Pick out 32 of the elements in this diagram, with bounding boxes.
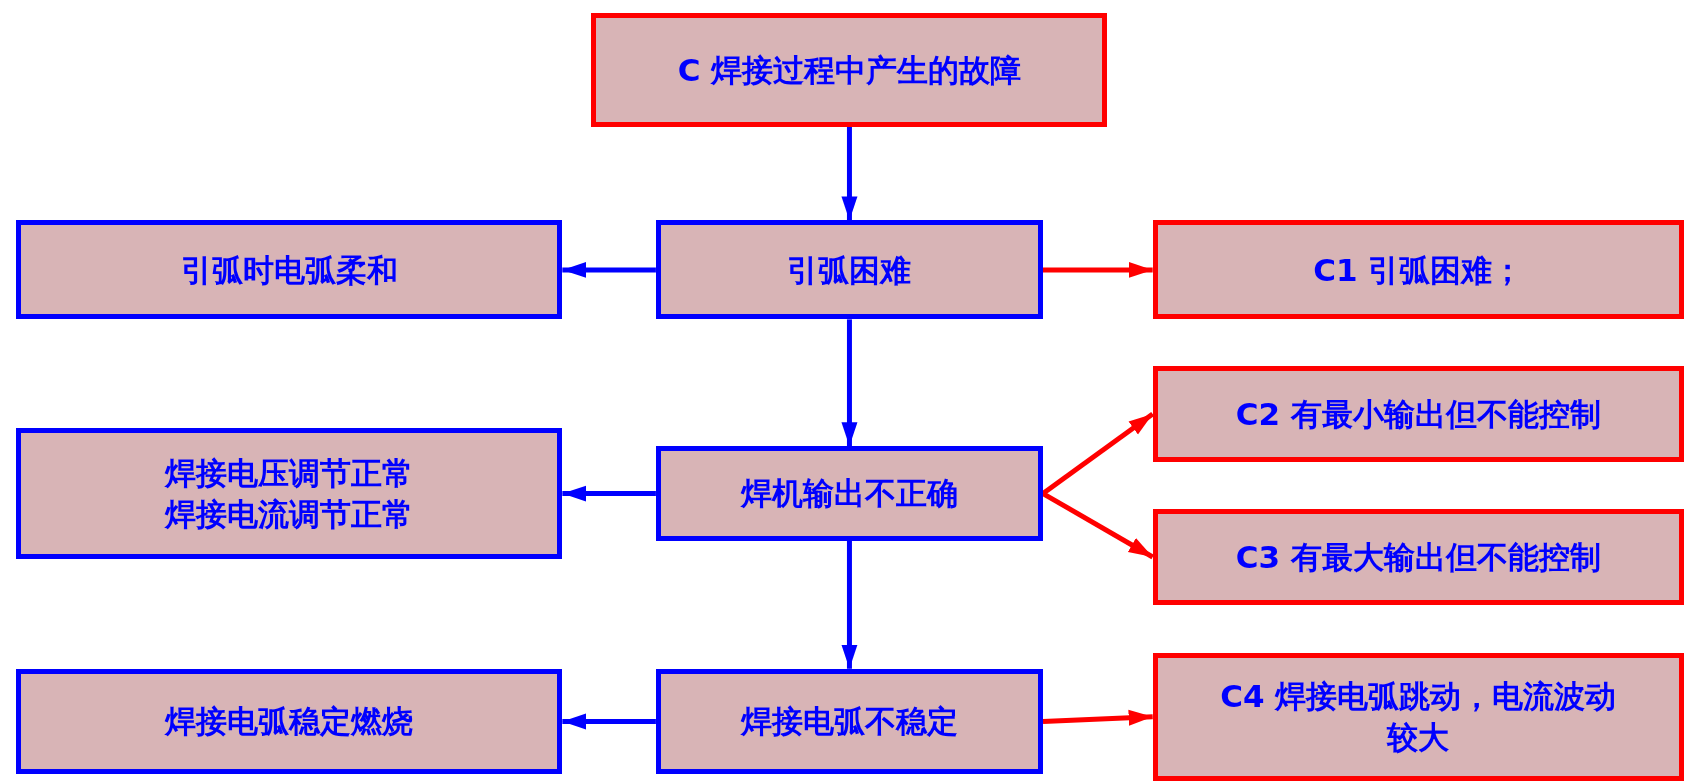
process-box	[655, 220, 1043, 320]
process-box	[16, 668, 563, 775]
box-label: C4 焊接电弧跳动，电流波动较大	[1219, 677, 1618, 757]
arrow	[841, 540, 858, 669]
box-label: C2 有最小输出但不能控制	[1235, 394, 1601, 434]
process-box	[16, 220, 563, 320]
process-box	[1152, 365, 1684, 463]
box-label: 焊接电压调节正常焊接电流调节正常	[163, 454, 415, 534]
arrow	[1043, 261, 1153, 278]
box-label: C1 引弧困难；	[1313, 250, 1524, 290]
process-box	[1152, 508, 1684, 606]
arrow	[841, 126, 858, 221]
box-label: 焊接电弧不稳定	[740, 702, 958, 742]
arrow	[1042, 709, 1153, 726]
box-label: C3 有最大输出但不能控制	[1235, 537, 1601, 577]
process-box	[1152, 220, 1684, 320]
arrow	[562, 485, 656, 502]
box-label: 焊接电弧稳定燃烧	[165, 702, 414, 742]
arrow	[841, 319, 858, 447]
box-label: C 焊接过程中产生的故障	[677, 50, 1022, 90]
box-label: 焊机输出不正确	[740, 474, 958, 514]
arrow	[1041, 411, 1155, 496]
arrow	[1041, 491, 1154, 560]
process-box	[16, 427, 563, 560]
box-label: 引弧时电弧柔和	[180, 250, 398, 290]
process-box	[655, 668, 1043, 775]
arrow	[562, 261, 656, 278]
process-box	[591, 12, 1108, 127]
process-box	[655, 446, 1043, 541]
box-label: 引弧困难	[787, 250, 912, 290]
process-box	[1152, 652, 1684, 781]
arrow	[562, 713, 656, 730]
